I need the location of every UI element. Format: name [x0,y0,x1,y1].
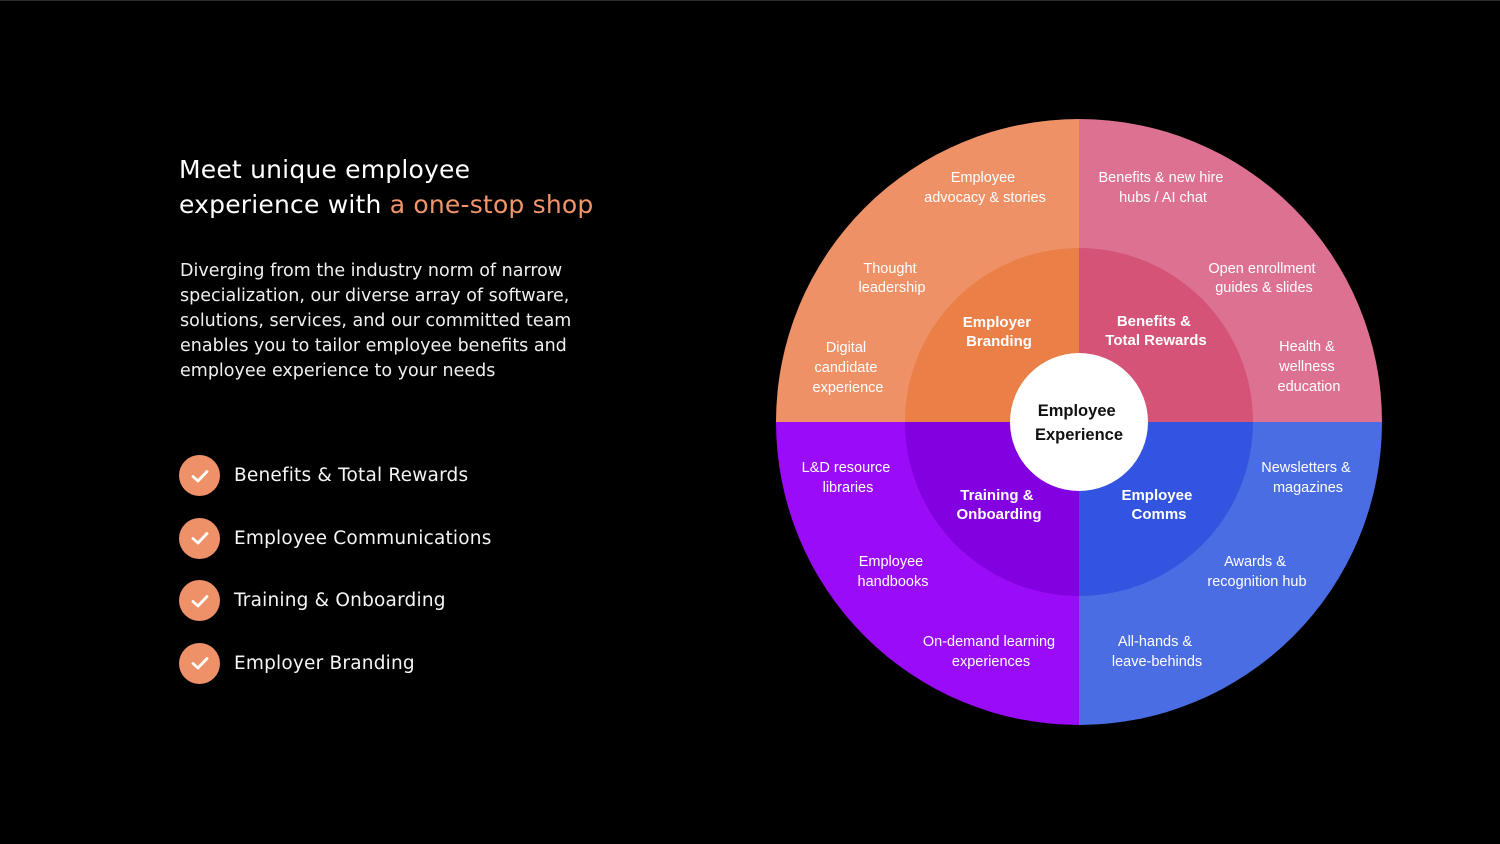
feature-item-communications: Employee Communications [179,517,492,559]
inner-label-line: Employee [1121,487,1192,504]
inner-label-line: Comms [1131,506,1186,523]
outer-label-line: libraries [823,480,874,496]
outer-label-line: hubs / AI chat [1119,190,1207,206]
feature-item-benefits: Benefits & Total Rewards [179,455,492,496]
center-circle [1010,353,1148,491]
feature-label: Employer Branding [234,652,415,674]
outer-label-line: recognition hub [1207,574,1306,590]
outer-label-line: advocacy & stories [924,190,1046,206]
outer-label-line: wellness [1278,359,1335,375]
outer-label-line: experiences [952,654,1030,670]
feature-list: Benefits & Total Rewards Employee Commun… [179,455,492,705]
outer-label-line: Employee [859,554,923,570]
outer-label-on-demand-learning: On-demand learning experiences [923,634,1059,670]
outer-label-line: Newsletters & [1261,460,1351,476]
outer-label-line: Open enrollment [1208,261,1315,277]
outer-label-line: handbooks [858,574,929,590]
outer-label-line: Awards & [1224,554,1286,570]
outer-label-thought-leadership: Thought leadership [859,261,926,296]
outer-label-ld-libraries: L&D resource libraries [802,460,895,496]
inner-label-line: Training & [960,487,1034,504]
outer-label-line: leave-behinds [1112,654,1202,670]
employee-experience-wheel: Employee Experience Employer Branding Be… [776,119,1382,725]
outer-label-line: leadership [859,280,926,296]
check-icon [179,580,220,621]
headline-prefix: experience with [179,190,390,219]
check-icon [179,642,220,684]
inner-label-branding: Employer Branding [963,314,1036,350]
outer-label-line: Employee [951,170,1015,186]
headline-line-1: Meet unique employee [179,155,471,184]
outer-label-benefits-hubs: Benefits & new hire hubs / AI chat [1099,170,1228,206]
top-border-line [0,0,1500,1]
inner-label-training: Training & Onboarding [957,487,1042,523]
outer-label-line: guides & slides [1215,280,1313,296]
inner-label-line: Benefits & [1117,313,1191,330]
inner-label-line: Employer [963,314,1032,331]
outer-label-all-hands: All-hands & leave-behinds [1112,634,1202,670]
outer-label-digital-candidate: Digital candidate experience [813,340,884,396]
outer-label-newsletters: Newsletters & magazines [1261,460,1354,496]
outer-label-awards: Awards & recognition hub [1207,554,1306,590]
outer-label-line: Benefits & new hire [1099,170,1224,186]
outer-label-advocacy: Employee advocacy & stories [924,170,1046,206]
inner-label-line: Branding [966,333,1032,350]
center-label-line-2: Experience [1035,426,1123,444]
body-text: Diverging from the industry norm of narr… [180,261,572,381]
inner-label-benefits: Benefits & Total Rewards [1105,313,1206,349]
center-label: Employee Experience [1035,402,1123,444]
feature-item-branding: Employer Branding [179,642,492,684]
outer-label-handbooks: Employee handbooks [858,554,929,590]
outer-label-line: magazines [1273,480,1343,496]
feature-item-training: Training & Onboarding [179,580,492,621]
outer-label-health-wellness: Health & wellness education [1278,339,1341,395]
outer-label-line: experience [813,380,884,396]
outer-label-line: candidate [815,360,878,376]
outer-label-line: All-hands & [1118,634,1192,650]
feature-label: Benefits & Total Rewards [234,465,469,486]
outer-label-line: Health & [1279,339,1335,355]
outer-label-line: On-demand learning [923,634,1055,650]
outer-label-line: education [1278,379,1341,395]
inner-label-line: Total Rewards [1105,332,1206,349]
inner-label-line: Onboarding [957,506,1042,523]
outer-label-line: Thought [863,261,916,277]
check-icon [179,455,220,496]
headline: Meet unique employee experience with a o… [179,152,739,222]
headline-line-2: experience with a one-stop shop [179,187,739,222]
outer-label-open-enrollment: Open enrollment guides & slides [1208,261,1319,296]
check-icon [179,517,220,559]
headline-accent: a one-stop shop [389,190,594,219]
center-label-line-1: Employee [1038,402,1116,420]
outer-label-line: Digital [826,340,866,356]
inner-label-comms: Employee Comms [1121,487,1196,523]
outer-label-line: L&D resource [802,460,891,476]
feature-label: Training & Onboarding [234,590,446,611]
feature-label: Employee Communications [234,527,492,549]
